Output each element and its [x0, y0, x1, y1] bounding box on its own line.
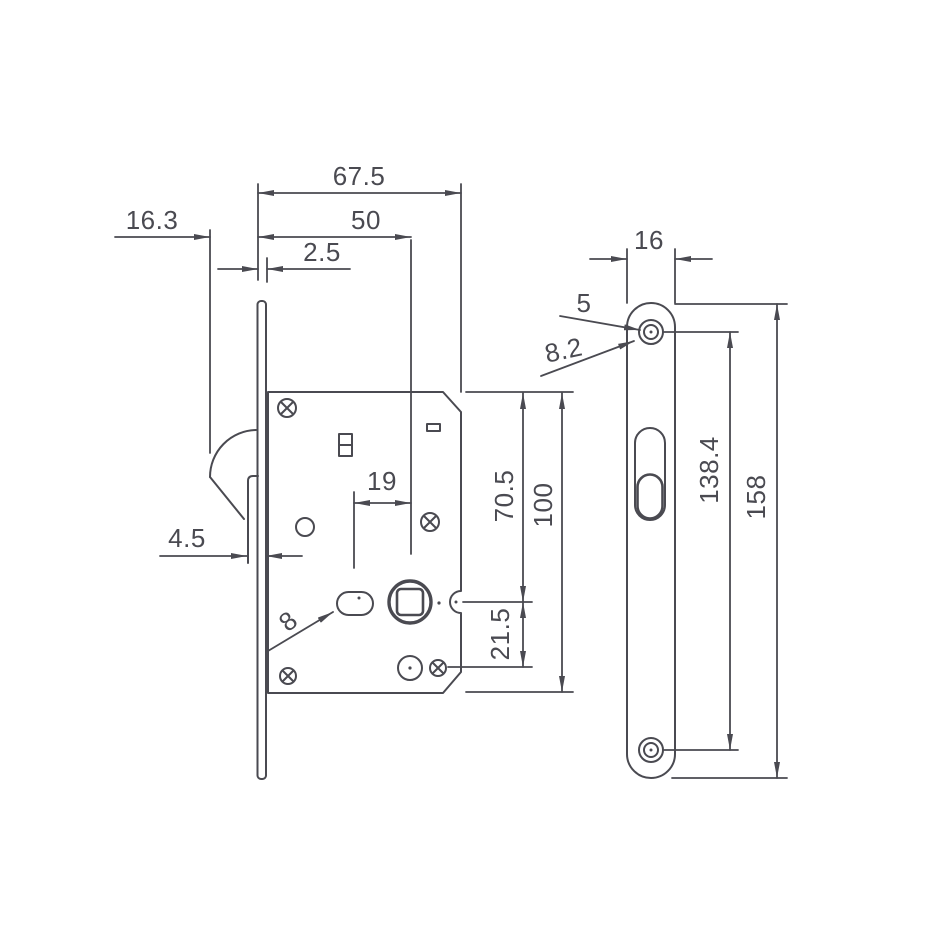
dim-label-countersink-diameter: 8.2 — [542, 331, 585, 368]
latch-bolt-arc — [209, 429, 257, 478]
small-rect-cutout — [426, 423, 441, 432]
dim-screw-hole-diameter: 5 — [559, 288, 641, 331]
double-rect-cutout — [338, 433, 353, 457]
dim-plate-width: 16 — [589, 225, 713, 304]
dim-body-height: 100 — [528, 392, 565, 693]
dim-latch-protrusion: 4.5 — [159, 523, 303, 559]
face-plate-outline — [626, 302, 676, 779]
dim-lower-offset: 21.5 — [485, 601, 526, 668]
lock-faceplate-edge — [256, 300, 267, 780]
bottom-hole-center-mark — [408, 666, 412, 670]
screw-middle-right — [420, 512, 440, 532]
dim-label-body-height: 100 — [528, 483, 558, 528]
dim-label-screw-hole-diameter: 5 — [577, 288, 592, 318]
face-plate-top-screw-hole — [638, 319, 664, 345]
dim-latch-extension: 16.3 — [114, 205, 211, 454]
dim-overall-depth: 67.5 — [257, 161, 462, 393]
screw-bottom-left — [279, 667, 297, 685]
latch-bolt-slope — [209, 476, 245, 520]
lock-body-dimensions: 67.5 50 2.5 16.3 4.5 19 — [114, 161, 574, 693]
notch-center-mark — [454, 600, 458, 604]
oblong-hole — [336, 591, 374, 616]
oblong-hole-mark — [357, 596, 361, 600]
lock-case-outline — [267, 391, 462, 694]
screw-top-left — [277, 398, 297, 418]
dim-label-latch-protrusion: 4.5 — [168, 523, 206, 553]
latch-slot-slider — [636, 473, 664, 520]
spindle-square-follower — [395, 587, 425, 617]
lock-body-side-view — [209, 239, 462, 780]
dim-label-upper-height: 70.5 — [489, 470, 519, 523]
dim-backset: 50 — [257, 205, 412, 240]
dim-upper-height: 70.5 — [489, 392, 526, 603]
screw-bottom-right — [429, 659, 447, 677]
small-hole — [295, 517, 315, 537]
dim-label-faceplate-thickness: 2.5 — [303, 237, 341, 267]
dim-plate-length: 158 — [741, 303, 780, 779]
latch-bolt-face — [247, 475, 259, 564]
bottom-round-hole — [397, 655, 423, 681]
dim-countersink-diameter: 8.2 — [540, 331, 635, 377]
dim-label-screw-spacing: 138.4 — [694, 436, 724, 504]
dim-label-plate-width: 16 — [634, 225, 664, 255]
dim-screw-spacing: 138.4 — [694, 331, 733, 751]
face-plate-latch-slot — [634, 427, 666, 521]
latch-bolt — [209, 429, 259, 564]
face-plate-bottom-screw-hole — [638, 737, 664, 763]
dim-label-latch-extension: 16.3 — [126, 205, 179, 235]
dim-faceplate-thickness: 2.5 — [217, 237, 351, 283]
spindle-hub-circle — [387, 579, 433, 625]
dim-center-offset: 19 — [353, 466, 412, 569]
dim-hole-diameter: 8 — [267, 605, 334, 652]
dim-label-overall-depth: 67.5 — [333, 161, 386, 191]
dim-label-center-offset: 19 — [367, 466, 397, 496]
dim-label-plate-length: 158 — [741, 475, 771, 520]
spindle-center-mark — [437, 601, 441, 605]
dim-label-backset: 50 — [351, 205, 381, 235]
face-plate-dimensions: 16 5 8.2 138.4 158 — [540, 225, 788, 779]
face-plate-front-view — [626, 302, 676, 779]
dim-label-lower-offset: 21.5 — [485, 608, 515, 661]
